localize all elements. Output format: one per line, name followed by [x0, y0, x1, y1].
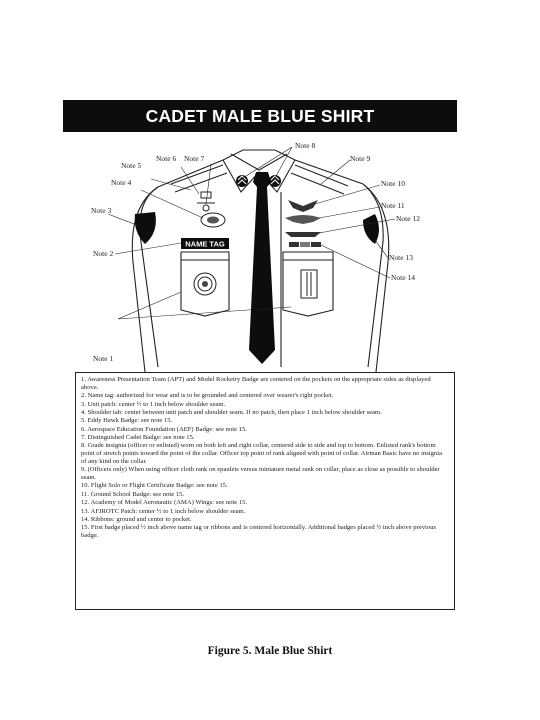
note-item: 10. Flight Solo or Flight Certificate Ba… [81, 482, 228, 490]
apt-pocket-badge [193, 272, 217, 296]
collar-insignia-right [269, 175, 281, 187]
flight-badge [288, 200, 318, 212]
callout-note-9: Note 9 [350, 154, 371, 163]
callout-note-10: Note 10 [381, 179, 405, 188]
callout-note-2: Note 2 [93, 249, 114, 258]
callout-note-6: Note 6 [156, 154, 177, 163]
ribbons [289, 242, 321, 247]
callout-note-7: Note 7 [184, 154, 205, 163]
collar-insignia-left [236, 175, 248, 187]
callout-note-14: Note 14 [391, 273, 415, 282]
callout-note-5: Note 5 [121, 161, 142, 170]
callout-note-13: Note 13 [389, 253, 413, 262]
ground-school-badge [285, 215, 321, 224]
callout-note-12: Note 12 [396, 214, 420, 223]
notes-box: 1. Awareness Presentation Team (APT) and… [75, 372, 455, 610]
callout-note-1: Note 1 [93, 354, 114, 363]
note-item: 4. Shoulder tab: center between unit pat… [81, 408, 382, 416]
name-tag-label: NAME TAG [185, 240, 225, 249]
note-item: 11. Ground School Badge: see note 15. [81, 490, 185, 498]
note-item: 9. (Officers only) When using officer cl… [81, 466, 440, 482]
note-item: 7. Distinguished Cadet Badge: see note 1… [81, 433, 195, 441]
note-item: 12. Academy of Model Aeronautic (AMA) Wi… [81, 499, 248, 507]
note-item: 3. Unit patch: center ½ to 1 inch below … [81, 400, 226, 408]
note-item: 13. AFJROTC Patch: center ½ to 1 inch be… [81, 507, 246, 515]
distinguished-cadet-badge [197, 191, 215, 212]
note-item: 8. Grade insignia (officer or enlisted) … [81, 442, 442, 465]
note-item: 6. Aerospace Education Foundation (AEF) … [81, 425, 247, 433]
figure-title: CADET MALE BLUE SHIRT [63, 100, 457, 132]
note-item: 15. First badge placed ½ inch above name… [81, 524, 436, 540]
callout-note-4: Note 4 [111, 178, 132, 187]
aef-badge [200, 212, 226, 228]
callout-note-8: Note 8 [295, 141, 316, 150]
afjrotc-patch [363, 214, 379, 244]
note-item: 2. Name tag: authorized for wear and is … [81, 392, 334, 400]
unit-patch [134, 212, 156, 244]
note-item: 14. Ribbons: ground and center to pocket… [81, 515, 192, 523]
callout-note-11: Note 11 [381, 201, 405, 210]
shirt-drawing: NAME TAG [107, 146, 396, 372]
callout-note-3: Note 3 [91, 206, 112, 215]
rocketry-pocket-badge [300, 269, 318, 299]
ama-wings [285, 232, 321, 237]
name-tag [181, 238, 229, 249]
note-item: 5. Eddy Hawk Badge: see note 15. [81, 417, 173, 425]
figure-caption: Figure 5. Male Blue Shirt [207, 645, 333, 657]
note-item: 1. Awareness Presentation Team (APT) and… [81, 376, 431, 391]
